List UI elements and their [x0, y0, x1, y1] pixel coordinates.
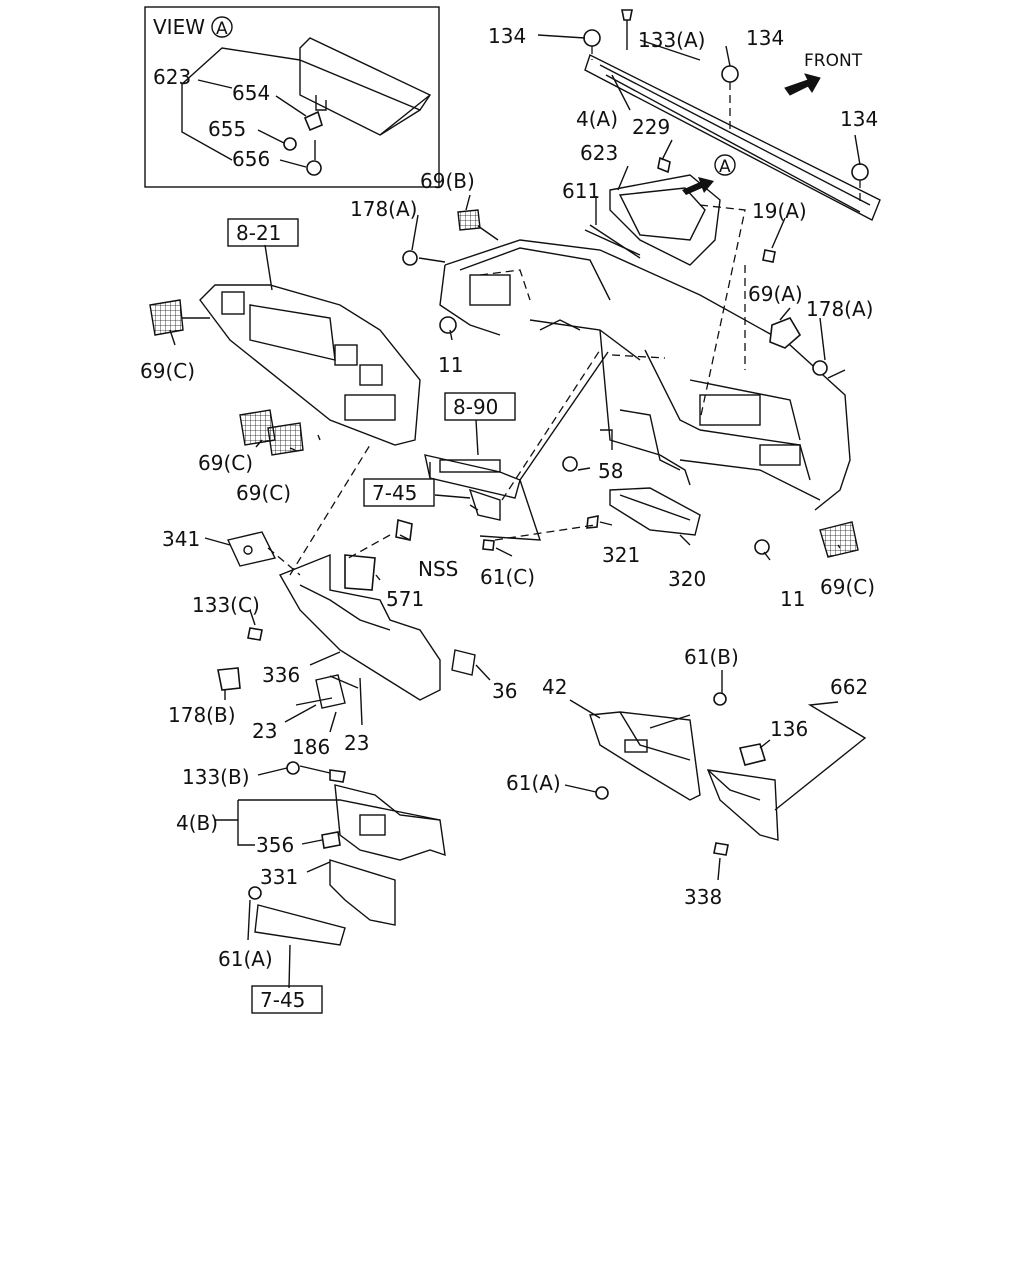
callout-321: 321 — [602, 543, 640, 567]
view-a-marker: A — [719, 157, 731, 177]
ref-7-45-b: 7-45 — [260, 988, 305, 1012]
callout-36: 36 — [492, 679, 517, 703]
ref-box-8-21 — [227, 218, 299, 247]
callout-61b: 61(B) — [684, 645, 739, 669]
callout-134-top: 134 — [746, 26, 784, 50]
callout-623: 623 — [580, 141, 618, 165]
callout-133b: 133(B) — [182, 765, 250, 789]
callout-69c-mid-2: 69(C) — [236, 481, 291, 505]
column-cover — [217, 518, 495, 709]
callout-69c-mid-1: 69(C) — [198, 451, 253, 475]
callout-69a: 69(A) — [748, 282, 803, 306]
view-label-655: 655 — [208, 117, 246, 141]
callout-662: 662 — [830, 675, 868, 699]
callout-69c-right: 69(C) — [820, 575, 875, 599]
ref-box-7-45-b — [251, 985, 323, 1014]
callout-58: 58 — [598, 459, 623, 483]
callout-23-left: 23 — [252, 719, 277, 743]
callout-178a-right: 178(A) — [806, 297, 873, 321]
callout-134-left: 134 — [488, 24, 526, 48]
view-marker: A — [216, 19, 228, 39]
knee-bolster — [248, 761, 446, 946]
lower-bracket — [402, 249, 828, 555]
callout-178a-left: 178(A) — [350, 197, 417, 221]
callout-338: 338 — [684, 885, 722, 909]
callout-356: 356 — [256, 833, 294, 857]
callout-23-right: 23 — [344, 731, 369, 755]
callout-nss: NSS — [418, 557, 458, 581]
ref-box-7-45-a — [363, 478, 435, 507]
callout-4a: 4(A) — [576, 107, 618, 131]
reference-boxes: 8-21 8-90 7-45 7-45 — [227, 218, 516, 1014]
ref-7-45-a: 7-45 — [372, 481, 417, 505]
callout-331: 331 — [260, 865, 298, 889]
view-label-654: 654 — [232, 81, 270, 105]
callout-571: 571 — [386, 587, 424, 611]
callout-11-lower: 11 — [780, 587, 805, 611]
ref-8-90: 8-90 — [453, 395, 498, 419]
callout-186: 186 — [292, 735, 330, 759]
callout-11-upper: 11 — [438, 353, 463, 377]
callout-61c: 61(C) — [480, 565, 535, 589]
callout-229: 229 — [632, 115, 670, 139]
leader-lines — [169, 34, 867, 989]
audio-unit — [424, 454, 521, 521]
callout-labels: 134 133(A) 134 134 4(A) 229 623 611 69(B… — [140, 24, 878, 971]
callout-134-right: 134 — [840, 107, 878, 131]
callout-61a-glovebox: 61(A) — [506, 771, 561, 795]
callout-136: 136 — [770, 717, 808, 741]
glove-box — [589, 692, 779, 856]
callout-19a: 19(A) — [752, 199, 807, 223]
callout-320: 320 — [668, 567, 706, 591]
front-label: FRONT — [804, 51, 863, 71]
callout-133a: 133(A) — [638, 28, 705, 52]
ref-8-21: 8-21 — [236, 221, 281, 245]
callout-178b: 178(B) — [168, 703, 236, 727]
cluster-hood: A — [584, 154, 736, 266]
dashboard-body — [439, 239, 851, 511]
view-a-inset: VIEW A 623 654 655 656 — [144, 6, 440, 188]
view-marker-circle — [211, 16, 233, 38]
callout-69c-left: 69(C) — [140, 359, 195, 383]
view-label-623: 623 — [153, 65, 191, 89]
callout-61a-lower: 61(A) — [218, 947, 273, 971]
ref-box-8-90 — [444, 392, 516, 421]
callout-336: 336 — [262, 663, 300, 687]
callout-69b: 69(B) — [420, 169, 475, 193]
callout-611: 611 — [562, 179, 600, 203]
view-label-656: 656 — [232, 147, 270, 171]
cluster-bezel — [199, 284, 421, 446]
view-title: VIEW — [153, 15, 205, 39]
callout-4b: 4(B) — [176, 811, 218, 835]
callout-133c: 133(C) — [192, 593, 260, 617]
callout-42: 42 — [542, 675, 567, 699]
view-a-marker-circle — [714, 154, 736, 176]
callout-341: 341 — [162, 527, 200, 551]
top-reinforcement-bar: FRONT — [583, 9, 881, 221]
vents — [149, 209, 859, 558]
